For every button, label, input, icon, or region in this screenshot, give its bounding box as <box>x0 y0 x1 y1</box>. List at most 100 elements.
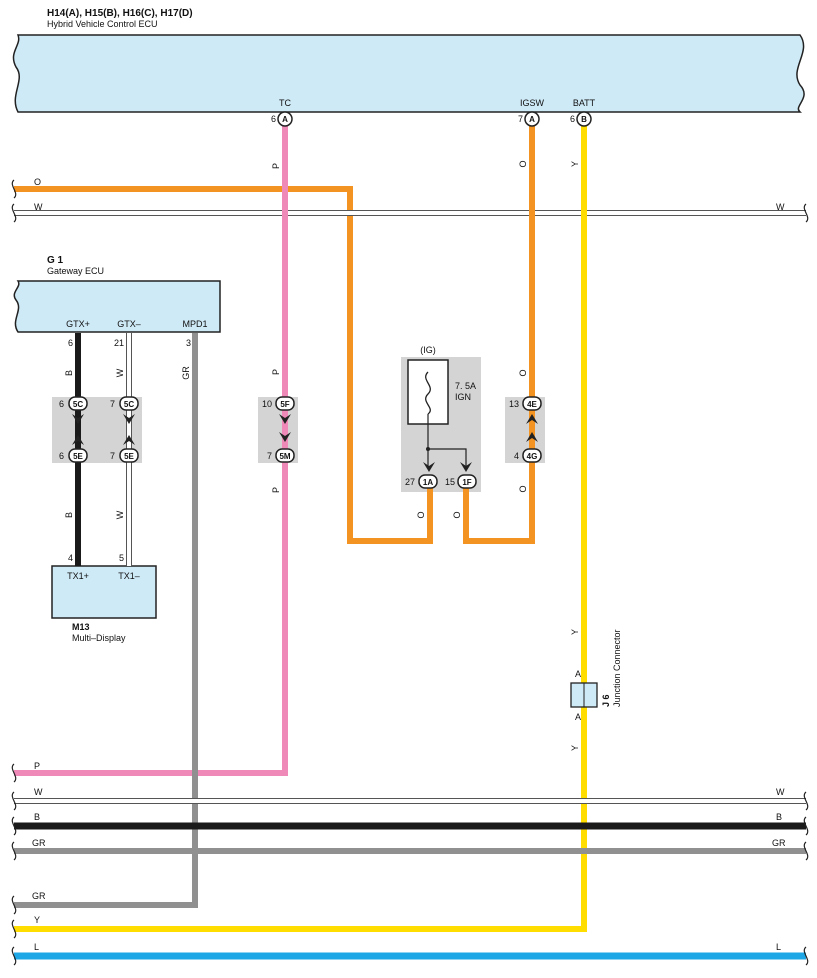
svg-text:6: 6 <box>59 399 64 409</box>
svg-text:7: 7 <box>518 114 523 124</box>
hv-ecu-subtitle: Hybrid Vehicle Control ECU <box>47 19 158 29</box>
j6-name: Junction Connector <box>612 629 622 707</box>
svg-text:5C: 5C <box>124 400 134 409</box>
multi-display-box <box>51 565 157 619</box>
svg-text:7: 7 <box>110 399 115 409</box>
svg-text:A: A <box>575 712 581 722</box>
wire-o-bus-top <box>14 186 433 544</box>
fuse-ign: (IG) 7. 5A IGN 27 1A 15 1F <box>405 345 477 489</box>
label-b-gtx-1: B <box>64 370 74 376</box>
terminal-igsw-label: IGSW <box>520 98 545 108</box>
multi-display-id: M13 <box>72 622 90 632</box>
terminal-tx1-minus-label: TX1– <box>118 571 140 581</box>
label-b-gtx-2: B <box>64 512 74 518</box>
fuse-icon <box>425 371 431 415</box>
gtx-minus-pin: 21 <box>114 338 124 348</box>
svg-text:5E: 5E <box>124 452 134 461</box>
label-b-left: B <box>34 812 40 822</box>
svg-text:7: 7 <box>110 451 115 461</box>
wire-p-tc <box>14 125 288 776</box>
label-o-igsw-3: O <box>518 485 528 492</box>
svg-text:27: 27 <box>405 477 415 487</box>
j6-id: J 6 <box>601 694 611 707</box>
label-o-fuse-1: O <box>416 511 426 518</box>
svg-text:6: 6 <box>570 114 575 124</box>
label-y-batt-1: Y <box>570 161 580 167</box>
label-o-igsw-2: O <box>518 369 528 376</box>
label-p-tc-1: P <box>271 163 281 169</box>
hv-ecu-box <box>12 34 805 113</box>
terminal-gtx-plus-label: GTX+ <box>66 319 90 329</box>
label-o-top: O <box>34 177 41 187</box>
svg-text:A: A <box>575 669 581 679</box>
svg-text:4: 4 <box>514 451 519 461</box>
svg-text:5C: 5C <box>73 400 83 409</box>
svg-text:6: 6 <box>59 451 64 461</box>
label-w-top-left: W <box>34 202 43 212</box>
fuse-rating: 7. 5A <box>455 381 476 391</box>
terminal-mpd1-label: MPD1 <box>182 319 207 329</box>
j6-junction-connector: A A J 6 Junction Connector <box>570 629 622 722</box>
label-p-tc-3: P <box>271 487 281 493</box>
gateway-name: Gateway ECU <box>47 266 104 276</box>
junction-5c-5e-w: 7 5C 7 5E <box>110 396 139 463</box>
terminal-tx1-plus-label: TX1+ <box>67 571 89 581</box>
label-gr-right: GR <box>772 838 786 848</box>
wire-o-igsw <box>463 125 535 544</box>
mpd1-pin: 3 <box>186 338 191 348</box>
svg-text:4E: 4E <box>527 400 537 409</box>
igsw-terminal-badge: 7 A <box>518 111 540 127</box>
wire-y-batt <box>14 125 587 932</box>
label-y-batt-2: Y <box>570 629 580 635</box>
svg-text:15: 15 <box>445 477 455 487</box>
label-w-bottom-right: W <box>776 787 785 797</box>
label-w-gtx-1: W <box>115 368 125 377</box>
svg-text:5F: 5F <box>280 400 289 409</box>
svg-text:7: 7 <box>267 451 272 461</box>
multi-display-name: Multi–Display <box>72 633 126 643</box>
gateway-id: G 1 <box>47 255 64 266</box>
svg-text:5M: 5M <box>279 452 290 461</box>
label-p-bottom: P <box>34 761 40 771</box>
junction-4e-4g: 13 4E 4 4G <box>509 396 542 463</box>
label-l-left: L <box>34 942 39 952</box>
svg-text:A: A <box>282 115 288 124</box>
tx1-plus-pin: 4 <box>68 553 73 563</box>
tx1-minus-pin: 5 <box>119 553 124 563</box>
label-b-right: B <box>776 812 782 822</box>
label-gr-left: GR <box>32 838 46 848</box>
label-w-bottom-left: W <box>34 787 43 797</box>
label-y-batt-3: Y <box>570 745 580 751</box>
label-o-fuse-2: O <box>452 511 462 518</box>
fuse-label: (IG) <box>420 345 436 355</box>
svg-text:A: A <box>529 115 535 124</box>
label-y-bottom: Y <box>34 915 40 925</box>
svg-text:6: 6 <box>271 114 276 124</box>
fuse-name: IGN <box>455 392 471 402</box>
label-p-tc-2: P <box>271 369 281 375</box>
label-gr-mpd1-vertical: GR <box>181 366 191 380</box>
svg-text:5E: 5E <box>73 452 83 461</box>
svg-text:10: 10 <box>262 399 272 409</box>
junction-5f-5m: 10 5F 7 5M <box>262 396 295 463</box>
terminal-gtx-minus-label: GTX– <box>117 319 141 329</box>
hv-ecu-title: H14(A), H15(B), H16(C), H17(D) <box>47 8 193 19</box>
label-w-gtx-2: W <box>115 510 125 519</box>
break-symbols <box>11 179 809 966</box>
terminal-tc-label: TC <box>279 98 291 108</box>
gtx-plus-pin: 6 <box>68 338 73 348</box>
terminal-batt-label: BATT <box>573 98 596 108</box>
svg-text:B: B <box>581 115 587 124</box>
svg-text:1F: 1F <box>462 478 471 487</box>
svg-text:1A: 1A <box>423 478 433 487</box>
label-o-igsw-1: O <box>518 160 528 167</box>
svg-text:13: 13 <box>509 399 519 409</box>
tc-terminal-badge: 6 A <box>271 111 293 127</box>
label-w-top-right: W <box>776 202 785 212</box>
label-l-right: L <box>776 942 781 952</box>
label-gr-mpd1: GR <box>32 891 46 901</box>
svg-text:4G: 4G <box>527 452 538 461</box>
gateway-ecu-box <box>13 280 221 333</box>
wire-gr-mpd1 <box>14 333 198 908</box>
